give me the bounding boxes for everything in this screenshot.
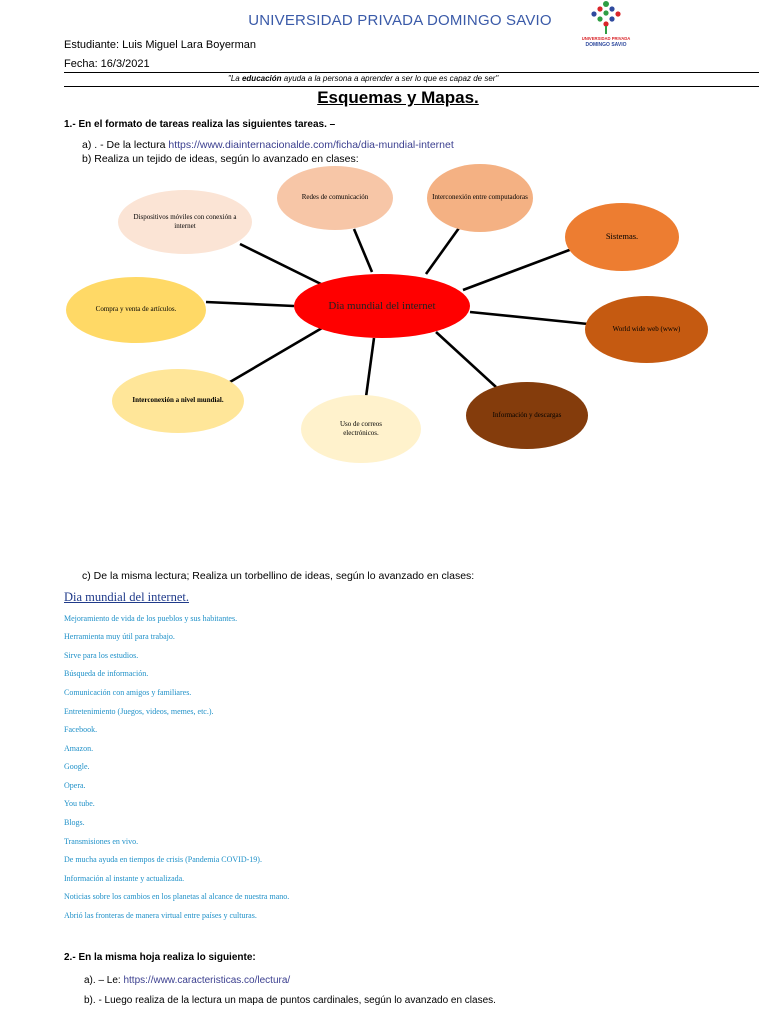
connector-interconexion-computadoras: [424, 227, 461, 275]
connector-dispositivos: [239, 242, 324, 287]
university-logo: UNIVERSIDAD PRIVADA DOMINGO SAVIO: [578, 0, 634, 48]
brainstorm-item: Blogs.: [64, 818, 85, 827]
task-2b: b). - Luego realiza de la lectura un map…: [84, 995, 496, 1006]
page-title: Esquemas y Mapas.: [317, 88, 479, 107]
node-correos: Uso de correos electrónicos.: [301, 395, 421, 463]
task-1b: b) Realiza un tejido de ideas, según lo …: [82, 153, 359, 165]
task-2a: a). – Le: https://www.caracteristicas.co…: [84, 975, 291, 986]
task-1c: c) De la misma lectura; Realiza un torbe…: [82, 570, 475, 582]
motto-quote: "La educación ayuda a la persona a apren…: [228, 74, 499, 83]
brainstorm-item: De mucha ayuda en tiempos de crisis (Pan…: [64, 855, 262, 864]
svg-text:DOMINGO SAVIO: DOMINGO SAVIO: [585, 42, 626, 48]
brainstorm-item: Sirve para los estudios.: [64, 651, 139, 660]
brainstorm-item: Opera.: [64, 781, 86, 790]
reading-link-1[interactable]: https://www.diainternacionalde.com/ficha…: [168, 139, 454, 151]
brainstorm-title: Dia mundial del internet.: [64, 590, 189, 604]
task-1-heading: 1.- En el formato de tareas realiza las …: [64, 119, 336, 130]
connector-informacion: [435, 331, 497, 388]
brainstorm-item: Herramienta muy útil para trabajo.: [64, 632, 175, 641]
brainstorm-item: Mejoramiento de vida de los pueblos y su…: [64, 614, 238, 623]
student-name: Estudiante: Luis Miguel Lara Boyerman: [64, 39, 256, 51]
brainstorm-item: Google.: [64, 762, 90, 771]
brainstorm-item: Comunicación con amigos y familiares.: [64, 688, 192, 697]
task-1a: a) . - De la lectura https://www.diainte…: [82, 139, 454, 151]
brainstorm-item: Noticias sobre los cambios en los planet…: [64, 892, 290, 901]
brainstorm-item: Abrió las fronteras de manera virtual en…: [64, 911, 257, 920]
node-informacion: Información y descargas: [466, 382, 588, 449]
svg-text:UNIVERSIDAD PRIVADA: UNIVERSIDAD PRIVADA: [582, 36, 631, 41]
connector-compra: [205, 300, 295, 308]
connector-sistemas: [462, 247, 573, 292]
header-rule-top: [64, 72, 759, 73]
node-center: Dia mundial del internet: [294, 274, 470, 338]
connector-interconexion-mundial: [229, 326, 323, 384]
connector-correos: [364, 337, 376, 398]
mind-map-connectors: [205, 227, 589, 398]
node-compra: Compra y venta de artículos.: [66, 277, 206, 343]
date-line: Fecha: 16/3/2021: [64, 58, 150, 70]
university-name: UNIVERSIDAD PRIVADA DOMINGO SAVIO: [248, 12, 552, 29]
brainstorm-item: Facebook.: [64, 725, 98, 734]
brainstorm-item: Amazon.: [64, 744, 94, 753]
brainstorm-item: Información al instante y actualizada.: [64, 874, 185, 883]
brainstorm-item: Transmisiones en vivo.: [64, 837, 139, 846]
task-2-heading: 2.- En la misma hoja realiza lo siguient…: [64, 952, 256, 963]
node-interconexion-mundial: Interconexión a nivel mundial.: [112, 369, 244, 433]
brainstorm-item: You tube.: [64, 799, 95, 808]
node-interconexion-computadoras: Interconexión entre computadoras: [427, 164, 533, 232]
brainstorm-item: Entretenimiento (Juegos, videos, memes, …: [64, 707, 214, 716]
reading-link-2[interactable]: https://www.caracteristicas.co/lectura/: [123, 975, 291, 986]
connector-redes: [352, 228, 374, 273]
brainstorm-item: Búsqueda de información.: [64, 669, 149, 678]
node-dispositivos: Dispositivos móviles con conexión a inte…: [118, 190, 252, 254]
node-www: World wide web (www): [585, 296, 708, 363]
connector-www: [469, 310, 589, 326]
node-sistemas: Sistemas.: [565, 203, 679, 271]
header-rule-bottom: [64, 86, 759, 87]
node-redes: Redes de comunicación: [277, 166, 393, 230]
